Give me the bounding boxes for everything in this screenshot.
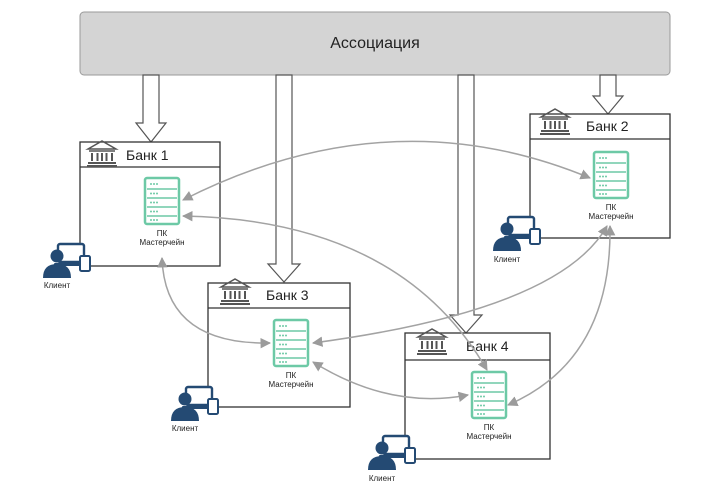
bank-2-client: Клиент — [491, 215, 542, 264]
link-bank3-bank4 — [312, 361, 470, 402]
bank-4-client-icon — [366, 434, 417, 472]
bank-4-client: Клиент — [366, 434, 417, 483]
bank-4-server-label-2: Мастерчейн — [466, 432, 511, 441]
bank-1-server-icon — [143, 176, 181, 226]
bank-2-server-label-1: ПК — [606, 203, 617, 212]
bank-3-server-icon — [272, 318, 310, 368]
bank-1-server-label-1: ПК — [157, 229, 168, 238]
bank-3-client-label: Клиент — [172, 424, 199, 433]
bank-3-client-icon — [169, 385, 220, 423]
bank-2-server-icon — [592, 150, 630, 200]
bank-1-box: Банк 1 ПК Мастерчейн — [79, 140, 221, 267]
bank-4-server-icon — [470, 370, 508, 420]
bank-2-title: Банк 2 — [586, 118, 629, 134]
bank-3-server-label-1: ПК — [286, 371, 297, 380]
bank-1-client-icon — [41, 242, 92, 280]
arrow-to-bank-1 — [134, 74, 168, 143]
bank-2-client-label: Клиент — [494, 255, 521, 264]
bank-4-server-label-1: ПК — [484, 423, 495, 432]
link-bank2-bank4 — [507, 224, 616, 407]
arrow-to-bank-4 — [448, 74, 484, 334]
bank-3-client: Клиент — [169, 385, 220, 433]
bank-1-title: Банк 1 — [126, 147, 169, 163]
server-connections — [157, 140, 616, 407]
arrow-to-bank-2 — [591, 74, 625, 115]
association-label: Ассоциация — [330, 35, 420, 52]
bank-1-client-label: Клиент — [44, 281, 71, 290]
bank-3-box: Банк 3 ПК Мастерчейн — [207, 278, 351, 408]
bank-3-title: Банк 3 — [266, 287, 309, 303]
bank-2-server-label-2: Мастерчейн — [588, 212, 633, 221]
bank-1-server-label-2: Мастерчейн — [139, 238, 184, 247]
arrow-to-bank-3 — [266, 74, 302, 283]
bank-1-client: Клиент — [41, 242, 92, 290]
link-bank1-bank2 — [182, 140, 591, 201]
bank-2-client-icon — [491, 215, 542, 253]
bank-4-client-label: Клиент — [369, 474, 396, 483]
bank-3-server-label-2: Мастерчейн — [268, 380, 313, 389]
bank-2-building-icon — [539, 108, 571, 136]
association-bar: Ассоциация — [79, 11, 671, 76]
bank-2-box: Банк 2 ПК Мастерчейн — [529, 108, 671, 239]
